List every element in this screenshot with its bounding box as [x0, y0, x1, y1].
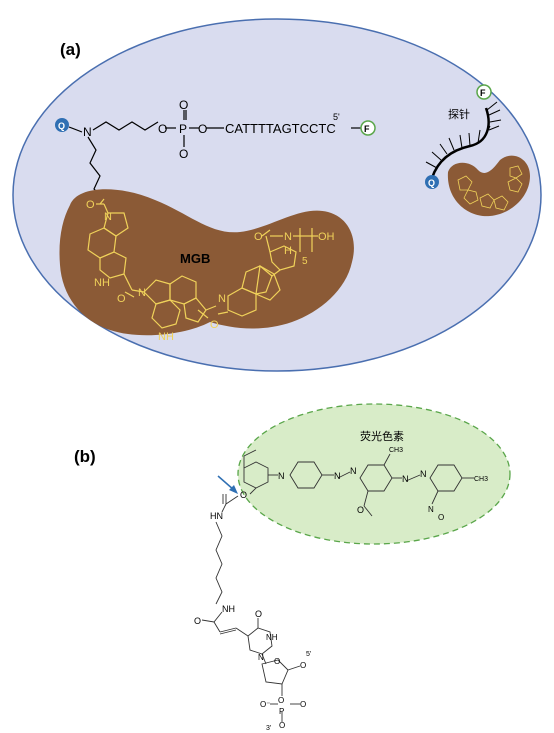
dye-label: 荧光色素 [360, 429, 404, 443]
phosphate-o-top: O [179, 98, 188, 112]
probe-quencher-icon [425, 175, 439, 189]
probe-fluorophore-icon [476, 84, 492, 100]
sugar-o-5: O [300, 661, 306, 670]
dye-n-azo-1: N [334, 471, 341, 481]
base-nh: NH [266, 633, 278, 642]
phosphate-o-bottom: O [179, 147, 188, 161]
base-n: N [258, 653, 264, 662]
linker-o-right: O [198, 122, 207, 136]
mgb-blob [59, 189, 354, 336]
mgb-o-2: O [117, 293, 126, 305]
attachment-arrow [217, 475, 238, 494]
five-prime-label: 5' [333, 112, 340, 122]
mgb-label: MGB [180, 251, 210, 266]
mgb-tail-oh: OH [318, 231, 335, 243]
dye-ch3-right: CH3 [474, 476, 488, 483]
dye-o-link: O [240, 490, 247, 500]
panel-b: (b) 荧光色素 [74, 403, 511, 732]
linker-nitrogen: N [83, 125, 92, 139]
mgb-tail-n: N [284, 231, 292, 243]
probe-schematic: 探针 F Q [425, 84, 530, 217]
probe-ticks [425, 101, 502, 169]
mgb-tail-h: H [284, 245, 292, 257]
dye-n-azo-2: N [350, 466, 357, 476]
quencher-q-label: Q [58, 121, 65, 131]
panel-a-label: (a) [60, 40, 81, 59]
phosphate-o-link: O [278, 696, 284, 705]
panel-b-label: (b) [74, 447, 96, 466]
mgb-nh-2: NH [158, 331, 174, 343]
nucleotide-linker [201, 494, 301, 722]
probe-mgb-rings [457, 165, 523, 211]
dye-n-azo-4: N [420, 469, 427, 479]
fluorophore-f-label: F [364, 124, 370, 134]
probe-label: 探针 [448, 107, 470, 121]
three-prime-label: 3' [266, 725, 271, 732]
probe-fluorophore-label: F [480, 88, 486, 98]
sugar-o: O [274, 657, 280, 666]
linker-nh: NH [222, 604, 235, 614]
phosphate-o-double: O [300, 700, 306, 709]
mgb-o-3: O [210, 319, 219, 331]
probe-quencher-label: Q [428, 178, 435, 188]
mgb-tail-count: 5 [302, 256, 308, 267]
dye-nitro-o: O [438, 513, 444, 522]
linker-o-amide: O [194, 616, 201, 626]
mgb-o-4: O [254, 231, 263, 243]
probe-linker [68, 110, 361, 200]
mgb-n-1: N [104, 211, 112, 223]
dye-structure [243, 449, 474, 517]
quencher-q-icon [55, 118, 69, 132]
oligo-sequence: CATTTTAGTCCTC [225, 121, 336, 136]
dye-ch3-top: CH3 [389, 447, 403, 454]
mgb-structure [87, 198, 297, 329]
dye-methoxy-o: O [357, 505, 364, 515]
linker-o-left: O [158, 122, 167, 136]
mgb-nh-1: NH [94, 277, 110, 289]
phosphate-o-3: O [279, 721, 285, 730]
mgb-o-1: O [86, 199, 95, 211]
mgb-n-3: N [218, 293, 226, 305]
mgb-tail-bracket [293, 228, 318, 252]
fluorophore-f-icon [360, 120, 376, 136]
probe-mgb-blob [447, 155, 530, 217]
base-o-top: O [255, 609, 262, 619]
dye-ellipse [237, 403, 511, 545]
dye-n-ring: N [278, 471, 285, 481]
phosphate-p-b: P [279, 707, 284, 716]
mgb-n-2: N [138, 287, 146, 299]
linker-hn: HN [210, 511, 223, 521]
panel-a: (a) Q N O P O O O CATTTTAGTCCTC 5' F [12, 18, 542, 372]
phosphate-o-minus: O⁻ [260, 700, 270, 709]
dye-nitro-n: N [428, 505, 434, 514]
sugar-five-prime: 5' [306, 651, 311, 658]
dye-n-azo-3: N [402, 474, 409, 484]
phosphate-p: P [179, 122, 187, 136]
